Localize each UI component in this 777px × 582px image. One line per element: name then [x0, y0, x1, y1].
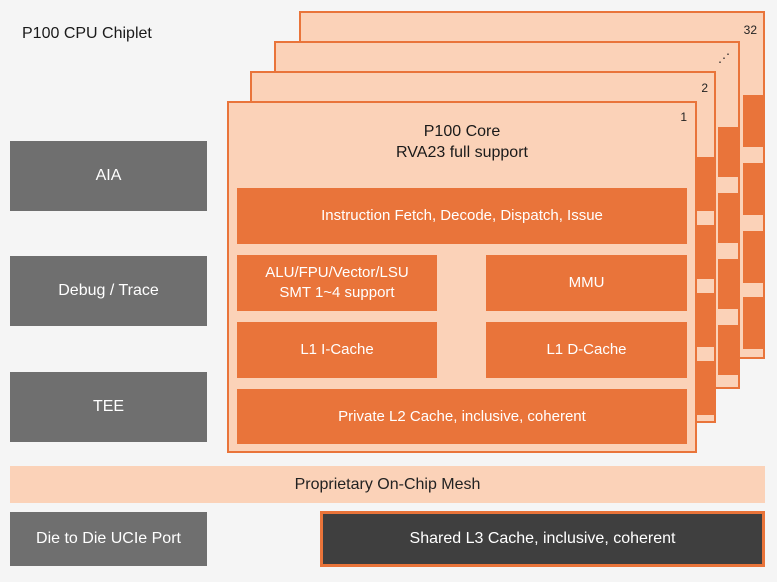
core-card-32-stripe	[743, 95, 763, 147]
on-chip-mesh: Proprietary On-Chip Mesh	[10, 466, 765, 503]
alu-line1: ALU/FPU/Vector/LSU	[265, 264, 409, 281]
l1-icache-block: L1 I-Cache	[237, 322, 437, 378]
debug-trace-block: Debug / Trace	[10, 256, 207, 326]
core-card-32-stripe	[743, 231, 763, 283]
alu-block: ALU/FPU/Vector/LSU SMT 1~4 support	[237, 255, 437, 311]
core-card-32-label: 32	[743, 23, 757, 37]
core-card-2-stripe	[694, 361, 714, 415]
core-card-2-label: 2	[701, 81, 708, 95]
chiplet-title: P100 CPU Chiplet	[22, 25, 152, 42]
core-card-dots-label: ⋰	[718, 51, 730, 65]
d2d-ucie-port: Die to Die UCIe Port	[10, 512, 207, 566]
core-title-line1: P100 Core	[423, 123, 501, 140]
core-card-32-stripe	[743, 297, 763, 349]
core-title-line2: RVA23 full support	[396, 144, 528, 161]
core-card-2-stripe	[694, 157, 714, 211]
tee-block: TEE	[10, 372, 207, 442]
mmu-block: MMU	[486, 255, 687, 311]
alu-line2: SMT 1~4 support	[279, 284, 395, 301]
core-card-dots-stripe	[718, 127, 738, 177]
core-card-dots-stripe	[718, 193, 738, 243]
core-card-1: 1 P100 Core RVA23 full support Instructi…	[227, 101, 697, 453]
core-card-1-label: 1	[680, 110, 687, 124]
core-title: P100 Core RVA23 full support	[229, 121, 695, 163]
shared-l3-cache: Shared L3 Cache, inclusive, coherent	[320, 511, 765, 567]
l1-dcache-block: L1 D-Cache	[486, 322, 687, 378]
l2-cache-block: Private L2 Cache, inclusive, coherent	[237, 389, 687, 444]
core-card-dots-stripe	[718, 259, 738, 309]
instruction-fetch-block: Instruction Fetch, Decode, Dispatch, Iss…	[237, 188, 687, 244]
aia-block: AIA	[10, 141, 207, 211]
core-card-2-stripe	[694, 225, 714, 279]
core-card-dots-stripe	[718, 325, 738, 375]
core-card-32-stripe	[743, 163, 763, 215]
core-card-2-stripe	[694, 293, 714, 347]
